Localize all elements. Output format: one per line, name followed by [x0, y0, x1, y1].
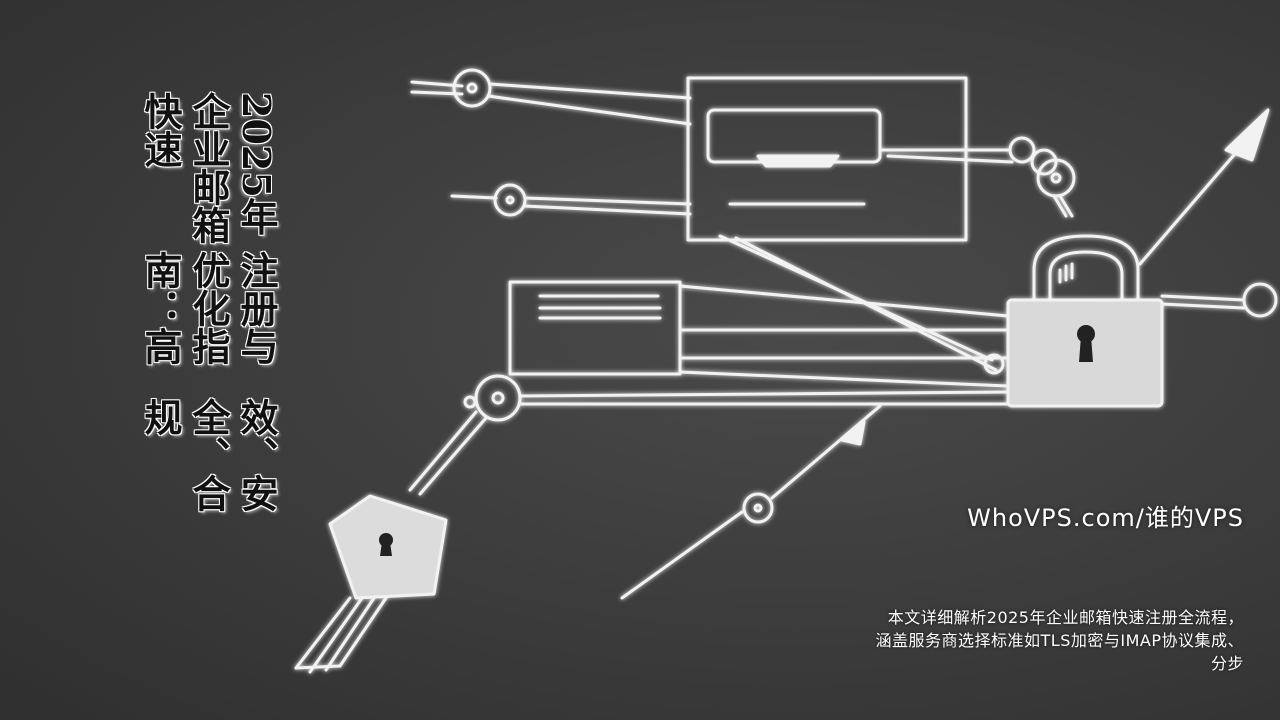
padlock-icon [1006, 234, 1164, 408]
description-line-1: 本文详细解析2025年企业邮箱快速注册全流程， [887, 608, 1244, 627]
top-connector [410, 68, 692, 126]
key-connector [408, 374, 1010, 496]
middle-card [508, 280, 1010, 388]
right-connector [1160, 282, 1278, 318]
chain [878, 136, 1076, 218]
title-line-2: 注册与优化指南：高 [138, 251, 279, 366]
needle [620, 404, 882, 600]
description: 本文详细解析2025年企业邮箱快速注册全流程， 涵盖服务商选择标准如TLS加密与… [724, 606, 1244, 675]
title-line-1: 2025年企业邮箱快速 [138, 92, 279, 244]
page-title: 2025年企业邮箱快速 注册与优化指南：高 效、安全、合规 [136, 92, 280, 512]
site-label: WhoVPS.com/谁的VPS [967, 504, 1244, 532]
arrow-icon [1138, 108, 1270, 266]
title-line-3: 效、安全、合规 [138, 397, 279, 512]
middle-connector [450, 183, 692, 217]
description-line-3: 分步 [1210, 654, 1244, 673]
key-icon [294, 494, 448, 674]
description-line-2: 涵盖服务商选择标准如TLS加密与IMAP协议集成、 [875, 631, 1244, 650]
